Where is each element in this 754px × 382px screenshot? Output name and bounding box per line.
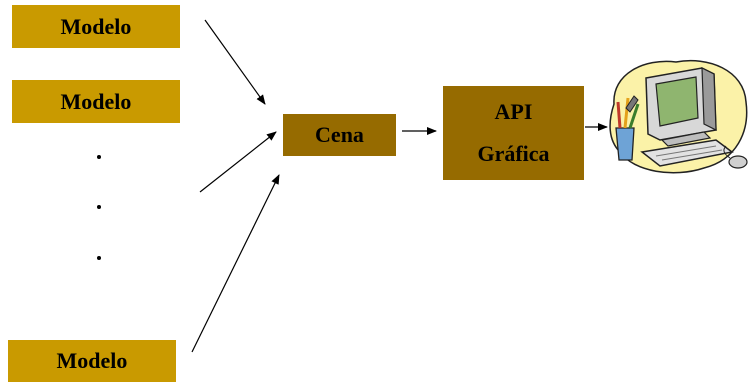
model-label: Modelo [60, 88, 132, 114]
model-box-1: Modelo [12, 5, 180, 48]
arrow-model3-to-scene [191, 174, 280, 353]
scene-box: Cena [283, 114, 396, 156]
model-label: Modelo [56, 348, 128, 373]
graphics-api-box: API Gráfica [443, 86, 584, 180]
scene-label: Cena [315, 122, 364, 147]
ellipsis-dot [97, 205, 101, 209]
api-label-line1: API [494, 99, 533, 124]
ellipsis-dot [97, 155, 101, 159]
model-box-3: Modelo [8, 340, 176, 382]
ellipsis-dot [97, 256, 101, 260]
api-label-line2: Gráfica [477, 141, 550, 166]
arrow-model1-to-scene [204, 19, 266, 105]
model-label: Modelo [60, 13, 132, 39]
model-box-2: Modelo [12, 80, 180, 123]
arrow-model2-to-scene [199, 131, 277, 193]
computer-clipart-icon [609, 59, 748, 174]
